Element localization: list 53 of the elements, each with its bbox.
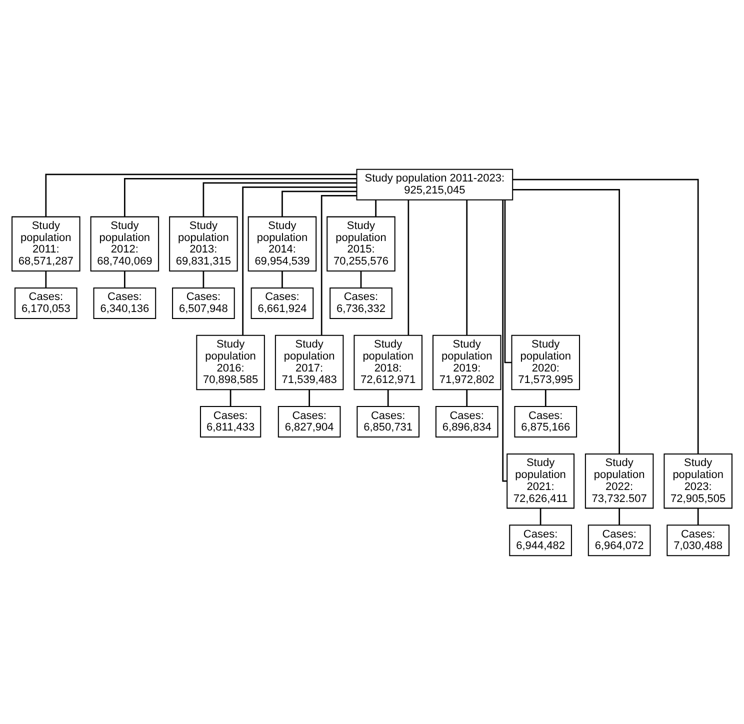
connector: [45, 270, 47, 288]
connector: [124, 178, 356, 216]
node-box: Study population 2011: 68,571,287: [12, 216, 80, 272]
connector: [202, 270, 204, 288]
node-box: Cases: 6,964,072: [588, 524, 651, 556]
node-box: Study population 2013: 69,831,315: [169, 216, 238, 272]
connector: [308, 389, 310, 406]
connector: [408, 200, 410, 335]
connector: [320, 194, 356, 335]
connector: [360, 270, 362, 288]
node-box: Study population 2018: 72,612,971: [354, 334, 422, 390]
connector: [502, 200, 507, 482]
node-box: Cases: 6,170,053: [14, 286, 78, 318]
node-box: Study population 2022: 73,732.507: [584, 452, 654, 508]
connector: [544, 389, 546, 406]
node-box: Study population 2017: 71,539,483: [274, 334, 344, 390]
node-box: Study population 2014: 69,954,539: [248, 216, 317, 272]
connector: [697, 508, 699, 524]
connector: [504, 200, 512, 363]
node-box: Study population 2012: 68,740,069: [90, 216, 160, 272]
connector: [512, 178, 699, 454]
node-box: Study population 2019: 71,972,802: [432, 334, 502, 390]
node-box: Study population 2015: 70,255,576: [326, 216, 396, 272]
connector: [45, 173, 357, 216]
node-box: Cases: 6,827,904: [278, 406, 341, 438]
node-box: Study population 2023: 72,905,505: [664, 452, 732, 508]
node-box: Study population 2016: 70,898,585: [196, 334, 265, 390]
connector: [512, 188, 620, 454]
node-box: Cases: 6,811,433: [200, 406, 262, 438]
node-box: Cases: 6,507,948: [172, 286, 235, 318]
connector: [466, 200, 468, 335]
connector: [282, 270, 283, 288]
connector: [242, 186, 357, 335]
node-box: Cases: 6,340,136: [93, 286, 156, 318]
connector: [230, 389, 232, 406]
node-box: Cases: 6,875,166: [514, 406, 578, 438]
node-box: Cases: 6,661,924: [250, 286, 314, 318]
connector: [124, 270, 126, 288]
connector: [282, 190, 357, 216]
connector: [375, 199, 376, 216]
connector: [618, 508, 620, 524]
connector: [540, 508, 542, 524]
connector: [202, 182, 357, 216]
node-box: Study population 2011-2023: 925,215,045: [356, 168, 514, 200]
connector: [387, 389, 389, 406]
node-box: Cases: 6,896,834: [435, 406, 498, 438]
node-box: Cases: 6,944,482: [509, 524, 572, 556]
node-box: Cases: 6,850,731: [356, 406, 420, 438]
node-box: Cases: 7,030,488: [666, 524, 730, 556]
node-box: Cases: 6,736,332: [330, 286, 392, 318]
node-box: Study population 2021: 72,626,411: [506, 452, 575, 508]
node-box: Study population 2020: 71,573,995: [511, 334, 580, 390]
connector: [466, 389, 468, 406]
